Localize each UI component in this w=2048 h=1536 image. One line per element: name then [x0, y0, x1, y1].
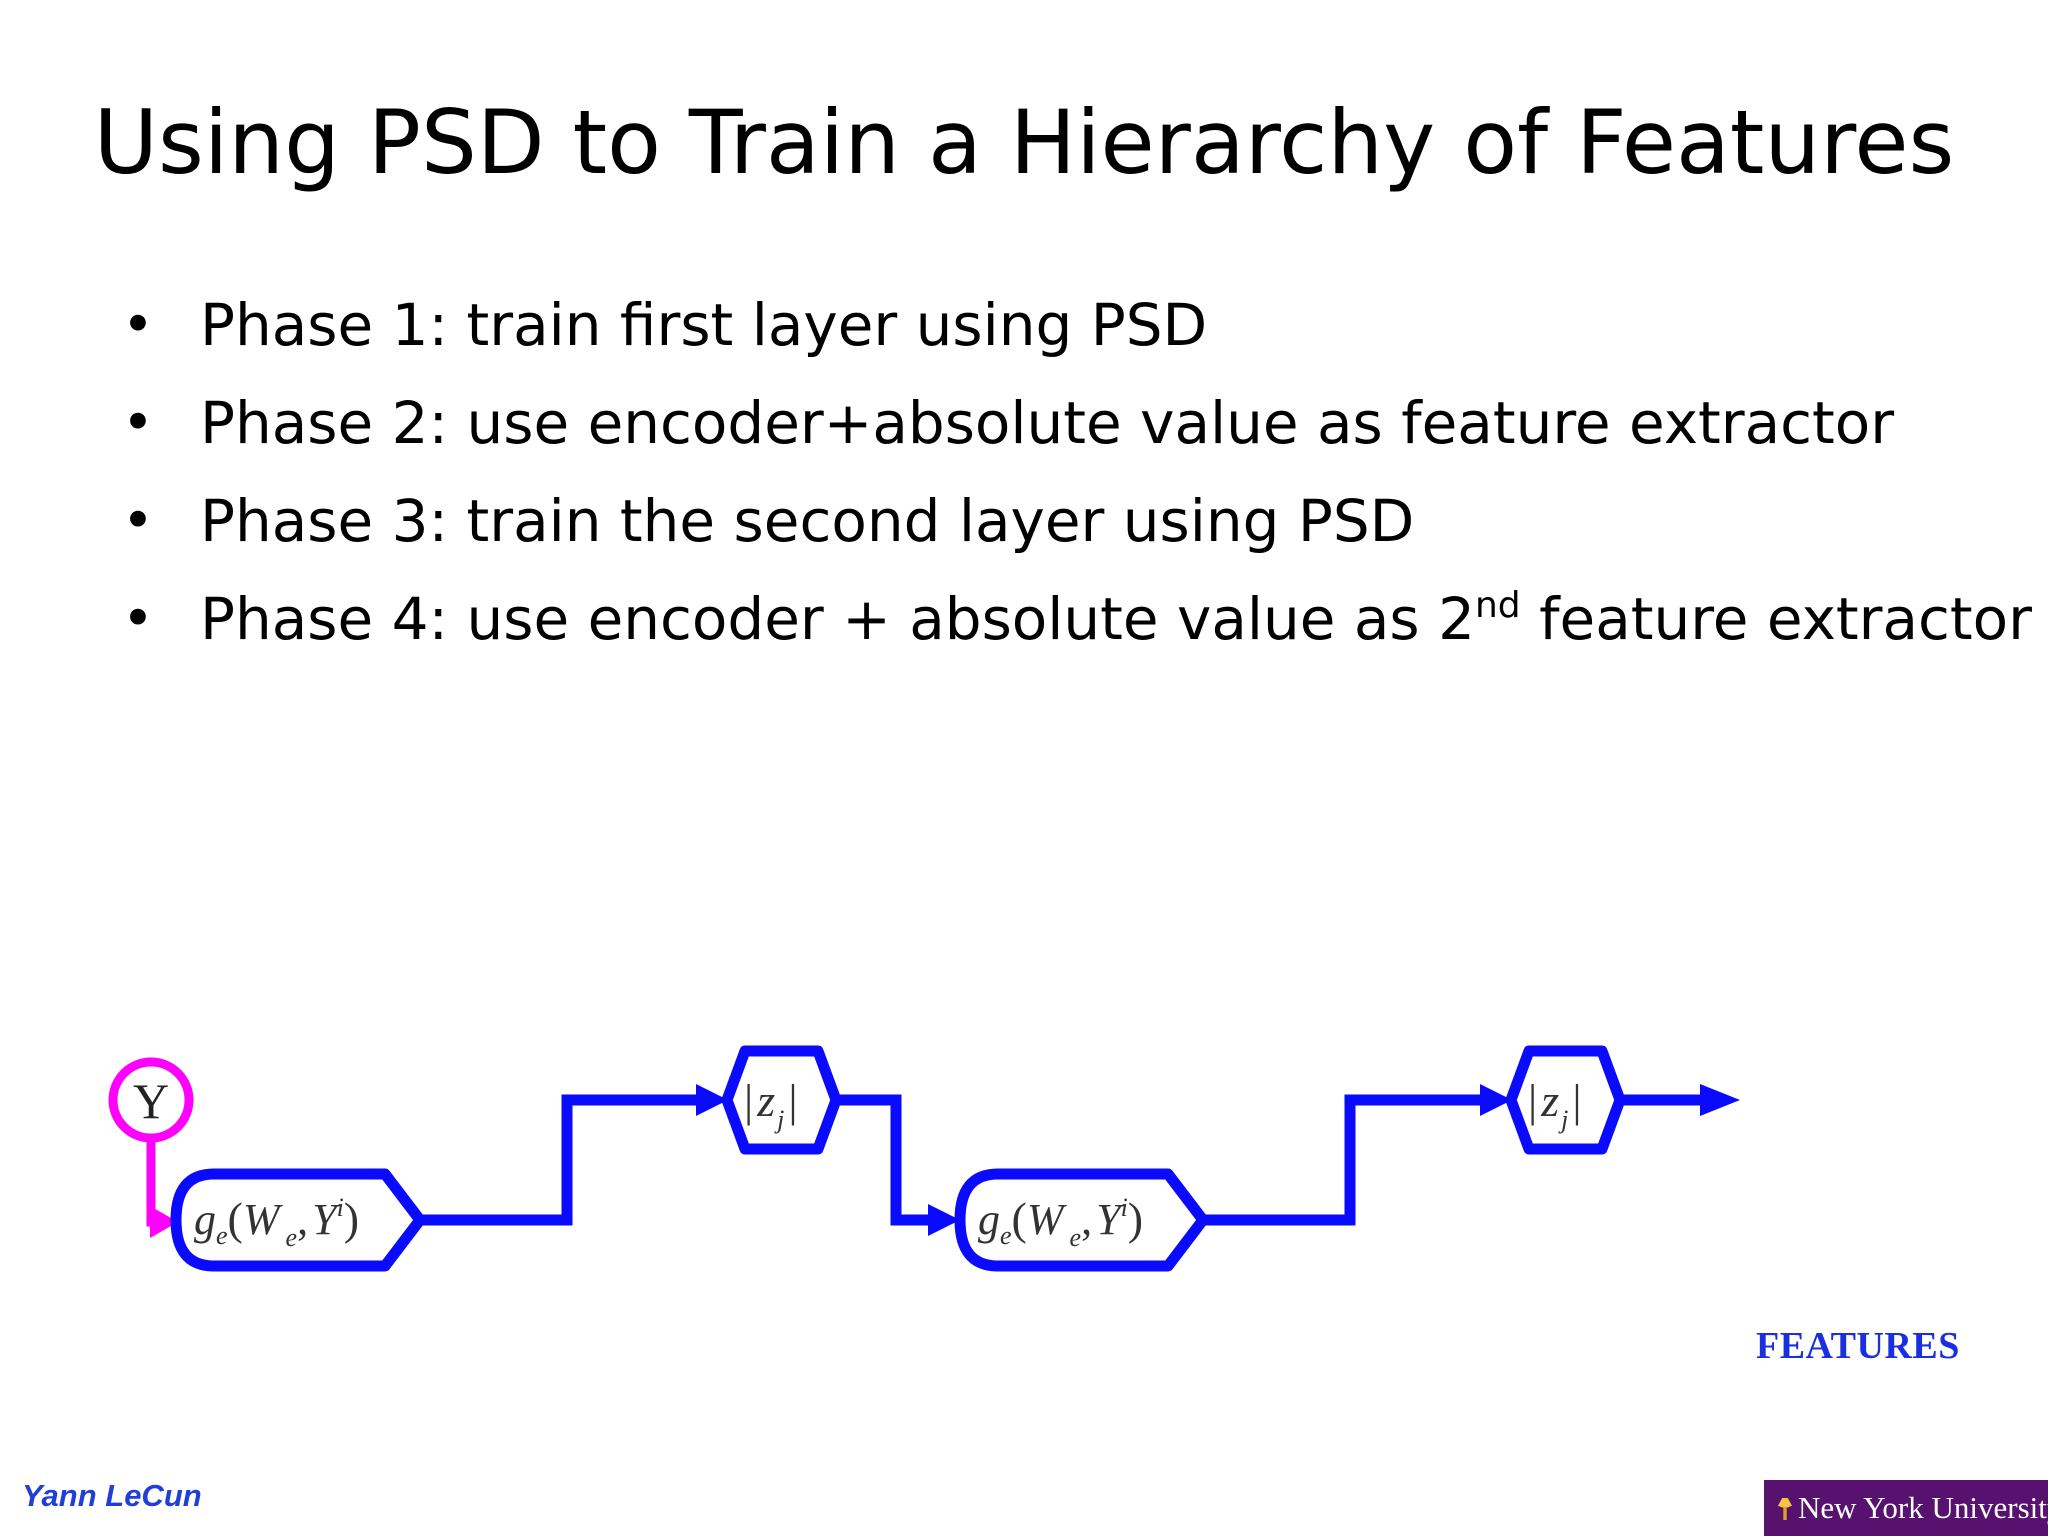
bullet-item: • Phase 1: train first layer using PSD	[118, 282, 1998, 380]
bullet-dot: •	[122, 391, 154, 454]
bullet-text: Phase 1: train first layer using PSD	[200, 291, 1208, 359]
ordinal-superscript: nd	[1474, 585, 1521, 626]
institution-name: New York University	[1798, 1490, 2048, 1525]
slide-title: Using PSD to Train a Hierarchy of Featur…	[93, 91, 1955, 194]
bullet-item: • Phase 4: use encoder + absolute value …	[118, 576, 2032, 674]
bullet-text: Phase 2: use encoder+absolute value as f…	[200, 389, 1895, 457]
abs-1-label: |zj|	[744, 1075, 798, 1134]
bullet-dot: •	[122, 587, 154, 650]
bullet-item: • Phase 3: train the second layer using …	[118, 478, 1998, 576]
bullet-item: • Phase 2: use encoder+absolute value as…	[118, 380, 1998, 478]
abs-block-2: |zj|	[1505, 1045, 1626, 1155]
bullet-dot: •	[122, 293, 154, 356]
bullet-dot: •	[122, 489, 154, 552]
bullet-text: Phase 3: train the second layer using PS…	[200, 487, 1415, 555]
institution-banner: New York University	[1764, 1480, 2048, 1536]
input-node-label: Y	[133, 1073, 169, 1129]
input-arrowhead	[150, 1206, 178, 1238]
bullet-text-part: feature extractor	[1520, 585, 2033, 653]
author-name: Yann LeCun	[22, 1478, 202, 1513]
abs-block-1: |zj|	[721, 1045, 842, 1155]
bullet-text: Phase 4: use encoder + absolute value as…	[200, 585, 2032, 653]
abs-2-label: |zj|	[1528, 1075, 1582, 1134]
features-label: FEATURES	[1756, 1325, 1960, 1367]
arrowhead-to-encoder2	[928, 1204, 960, 1236]
arrowhead-to-abs1	[696, 1084, 728, 1116]
connector-abs1-encoder2	[836, 1094, 938, 1226]
bullet-text-part: Phase 4: use encoder + absolute value as…	[200, 585, 1475, 653]
connector-encoder1-abs1	[420, 1094, 706, 1226]
torch-icon	[1778, 1498, 1792, 1520]
bullet-list: • Phase 1: train first layer using PSD •…	[118, 282, 2032, 674]
input-node-y: Y	[108, 1057, 194, 1143]
arrowhead-to-abs2	[1480, 1084, 1512, 1116]
output-arrowhead	[1700, 1084, 1740, 1116]
connector-encoder2-abs2	[1203, 1094, 1490, 1226]
